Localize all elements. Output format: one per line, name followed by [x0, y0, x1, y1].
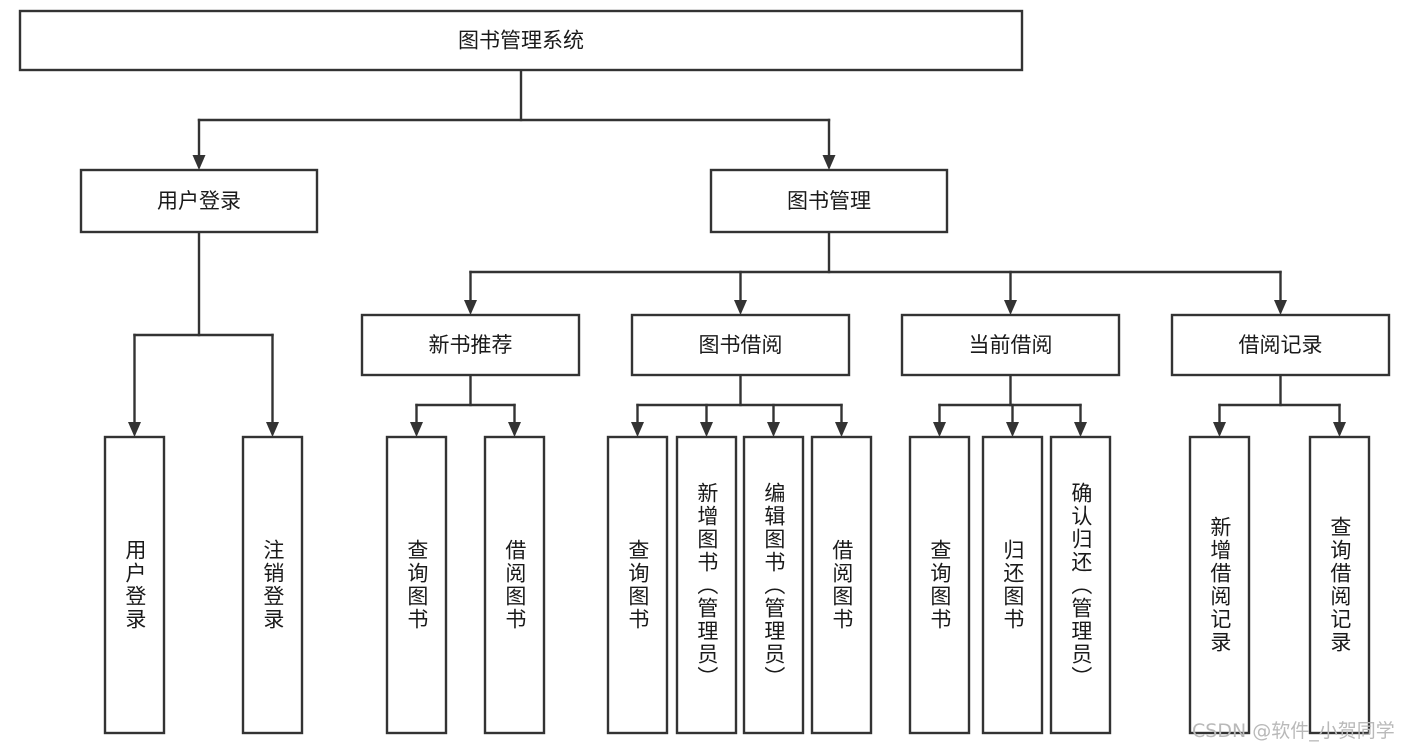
node-label-borrow-record: 借阅记录	[1239, 333, 1323, 357]
edge-userlogin-to-leaves-arrow-leaf-logout-login	[266, 422, 279, 437]
node-label-book-management: 图书管理	[787, 189, 871, 213]
edge-current-to-leaves-arrow-leaf-query-book-3	[933, 422, 946, 437]
edge-record-to-leaves-arrow-leaf-add-record	[1213, 422, 1226, 437]
node-box-leaf-query-book-1[interactable]	[385, 435, 448, 735]
edge-recommend-to-leaves-arrow-leaf-borrow-book-1	[508, 422, 521, 437]
node-box-user-login[interactable]	[79, 168, 319, 234]
node-box-leaf-borrow-book-2[interactable]	[810, 435, 873, 735]
node-box-leaf-confirm-return[interactable]	[1049, 435, 1112, 735]
edge-bookmgmt-to-level3-arrow-current-borrow	[1004, 300, 1017, 315]
node-box-leaf-logout-login[interactable]	[241, 435, 304, 735]
node-box-leaf-edit-book-admin[interactable]	[742, 435, 805, 735]
boxes-layer	[18, 9, 1391, 735]
node-box-root[interactable]	[18, 9, 1024, 72]
node-box-current-borrow[interactable]	[900, 313, 1121, 377]
node-label-new-book-recommend: 新书推荐	[429, 333, 513, 357]
edge-current-to-leaves-arrow-leaf-confirm-return	[1074, 422, 1087, 437]
node-box-new-book-recommend[interactable]	[360, 313, 581, 377]
node-box-book-management[interactable]	[709, 168, 949, 234]
node-label-root: 图书管理系统	[458, 29, 584, 53]
node-box-leaf-user-login[interactable]	[103, 435, 166, 735]
edge-record-to-leaves-arrow-leaf-query-record	[1333, 422, 1346, 437]
edge-borrow-to-leaves-arrow-leaf-query-book-2	[631, 422, 644, 437]
node-label-current-borrow: 当前借阅	[969, 333, 1053, 357]
node-label-book-borrow: 图书借阅	[699, 333, 783, 357]
node-box-leaf-return-book[interactable]	[981, 435, 1044, 735]
node-box-book-borrow[interactable]	[630, 313, 851, 377]
edge-recommend-to-leaves-arrow-leaf-query-book-1	[410, 422, 423, 437]
edge-userlogin-to-leaves-arrow-leaf-user-login	[128, 422, 141, 437]
edge-root-to-level2-arrow-user-login	[192, 155, 206, 170]
node-box-leaf-query-record[interactable]	[1308, 435, 1371, 735]
edge-bookmgmt-to-level3-arrow-borrow-record	[1274, 300, 1287, 315]
edge-borrow-to-leaves-arrow-leaf-add-book-admin	[700, 422, 713, 437]
edge-borrow-to-leaves-arrow-leaf-edit-book-admin	[767, 422, 780, 437]
edge-bookmgmt-to-level3-arrow-new-book-recommend	[464, 300, 477, 315]
node-box-leaf-query-book-3[interactable]	[908, 435, 971, 735]
node-box-leaf-query-book-2[interactable]	[606, 435, 669, 735]
node-box-leaf-borrow-book-1[interactable]	[483, 435, 546, 735]
edge-bookmgmt-to-level3-arrow-book-borrow	[734, 300, 747, 315]
edge-borrow-to-leaves-arrow-leaf-borrow-book-2	[835, 422, 848, 437]
node-box-leaf-add-book-admin[interactable]	[675, 435, 738, 735]
node-box-leaf-add-record[interactable]	[1188, 435, 1251, 735]
connectors-layer	[128, 68, 1346, 437]
node-label-user-login: 用户登录	[157, 189, 241, 213]
edge-current-to-leaves-arrow-leaf-return-book	[1006, 422, 1019, 437]
node-box-borrow-record[interactable]	[1170, 313, 1391, 377]
edge-root-to-level2-arrow-book-management	[822, 155, 836, 170]
csdn-watermark: CSDN @软件_小贺同学	[1192, 720, 1395, 742]
